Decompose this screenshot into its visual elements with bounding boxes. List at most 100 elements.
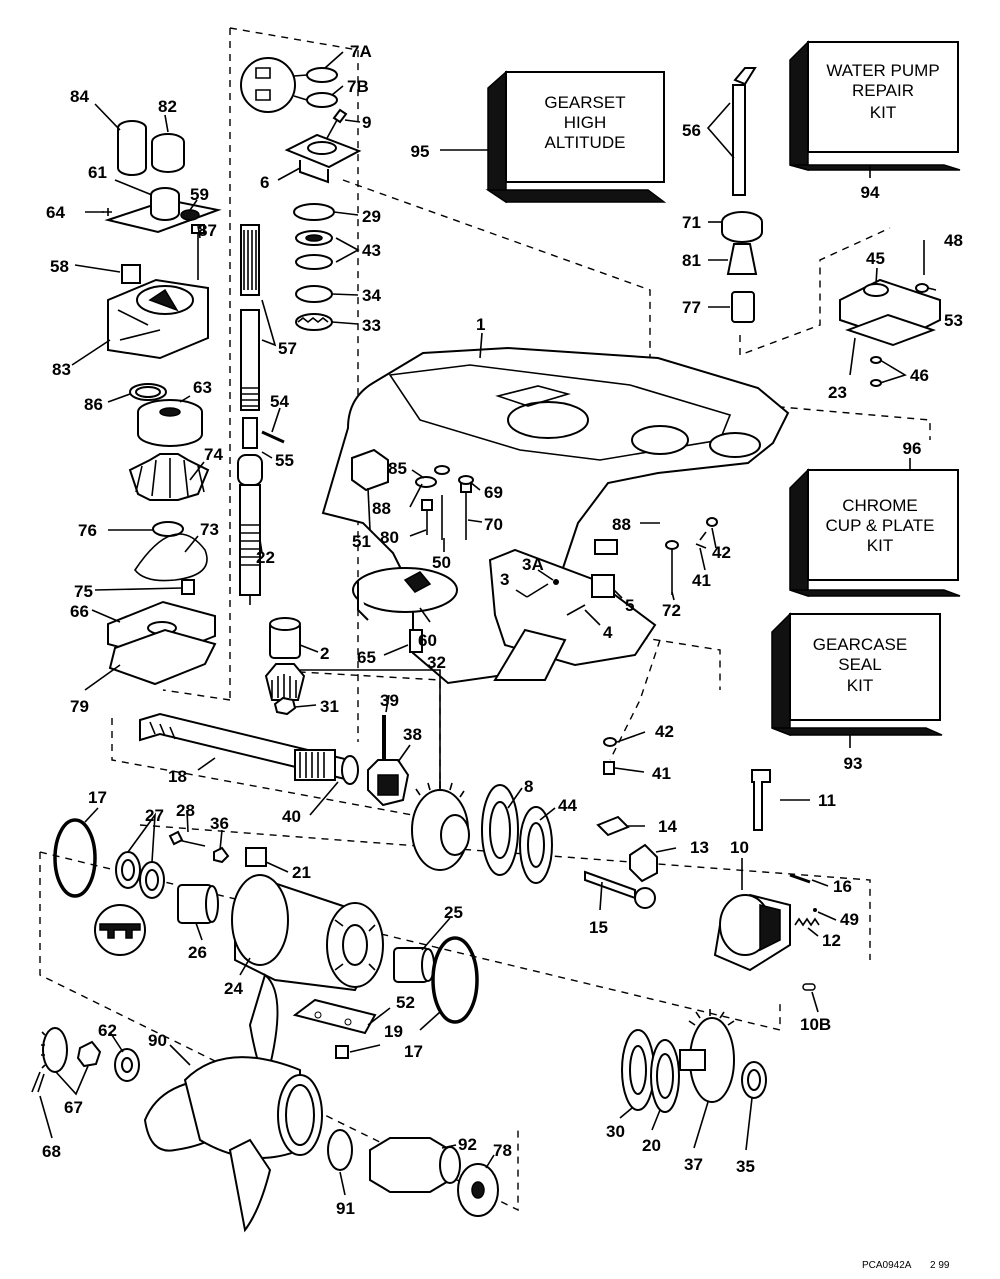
part-label-16: 16 [833, 877, 852, 896]
part-label-3A: 3A [522, 555, 544, 574]
part-label-32: 32 [427, 653, 446, 672]
part-label-38: 38 [403, 725, 422, 744]
part-label-60: 60 [418, 631, 437, 650]
part-label-84: 84 [70, 87, 89, 106]
part-label-79: 79 [70, 697, 89, 716]
part-label-41-lower: 41 [652, 764, 671, 783]
part-label-18: 18 [168, 767, 187, 786]
figure-code: PCA0942A [862, 1260, 912, 1271]
part-label-35: 35 [736, 1157, 755, 1176]
part-label-42-lower: 42 [655, 722, 674, 741]
water-pump-parts [102, 120, 222, 686]
part-label-91: 91 [336, 1199, 355, 1218]
part-label-50: 50 [432, 553, 451, 572]
part-label-61: 61 [88, 163, 107, 182]
kit-water-pump-line-1: WATER PUMP [826, 61, 939, 80]
part-label-43: 43 [362, 241, 381, 260]
part-label-17-right: 17 [404, 1042, 423, 1061]
part-label-39: 39 [380, 691, 399, 710]
part-label-68: 68 [42, 1142, 61, 1161]
part-label-85: 85 [388, 459, 407, 478]
part-label-70: 70 [484, 515, 503, 534]
part-label-88-right: 88 [612, 515, 631, 534]
part-label-44: 44 [558, 796, 577, 815]
reverse-gear-parts [621, 1009, 767, 1113]
part-label-82: 82 [158, 97, 177, 116]
part-label-20: 20 [642, 1136, 661, 1155]
part-label-24: 24 [224, 979, 243, 998]
part-label-48: 48 [944, 231, 963, 250]
kit-number-93: 93 [844, 754, 863, 773]
kit-chrome-cup: CHROME CUP & PLATE KIT [789, 468, 961, 598]
part-label-30: 30 [606, 1122, 625, 1141]
drive-shaft-parts [237, 57, 362, 716]
part-label-29: 29 [362, 207, 381, 226]
kit-gearcase-seal-line-3: KIT [847, 676, 873, 695]
part-label-77: 77 [682, 298, 701, 317]
part-label-11: 11 [818, 791, 836, 810]
part-label-17-left: 17 [88, 788, 107, 807]
part-label-7B: 7B [347, 77, 369, 96]
part-label-90: 90 [148, 1031, 167, 1050]
part-label-41-upper: 41 [692, 571, 711, 590]
part-label-78: 78 [493, 1141, 512, 1160]
propeller-parts [31, 973, 499, 1233]
kit-gearset-line-2: HIGH [564, 113, 607, 132]
part-label-40: 40 [282, 807, 301, 826]
part-label-46: 46 [910, 366, 929, 385]
part-label-80: 80 [380, 528, 399, 547]
part-label-6: 6 [260, 173, 269, 192]
part-label-62: 62 [98, 1021, 117, 1040]
part-label-37: 37 [684, 1155, 703, 1174]
part-label-12: 12 [822, 931, 841, 950]
part-label-58: 58 [50, 257, 69, 276]
part-label-10B: 10B [800, 1015, 831, 1034]
kit-number-96: 96 [903, 439, 922, 458]
part-label-7A: 7A [350, 42, 372, 61]
part-label-15: 15 [589, 918, 608, 937]
water-tube-parts [721, 67, 941, 387]
kit-gearcase-seal: GEARCASE SEAL KIT [771, 612, 943, 737]
part-label-88-upper: 88 [372, 499, 391, 518]
kit-number-95: 95 [411, 142, 430, 161]
part-label-56: 56 [682, 121, 701, 140]
part-label-67: 67 [64, 1098, 83, 1117]
kit-chrome-cup-line-2: CUP & PLATE [826, 516, 935, 535]
part-label-34: 34 [362, 286, 381, 305]
part-label-2: 2 [320, 644, 329, 663]
part-label-10: 10 [730, 838, 749, 857]
part-label-5: 5 [625, 596, 634, 615]
part-label-28: 28 [176, 801, 195, 820]
part-number-labels: 7A 7B 9 6 29 43 34 33 57 54 55 22 2 32 3… [42, 42, 963, 1218]
lower-gearcase-parts [53, 818, 479, 1059]
kit-number-leaders [440, 149, 911, 748]
part-label-45: 45 [866, 249, 885, 268]
part-label-4: 4 [603, 623, 613, 642]
part-label-51: 51 [352, 532, 371, 551]
kit-chrome-cup-line-1: CHROME [842, 496, 918, 515]
part-label-3: 3 [500, 570, 509, 589]
figure-date: 2 99 [930, 1260, 950, 1271]
part-label-22: 22 [256, 548, 275, 567]
part-label-87: 87 [198, 221, 217, 240]
part-label-86: 86 [84, 395, 103, 414]
part-label-75: 75 [74, 582, 93, 601]
part-label-55: 55 [275, 451, 294, 470]
part-label-73: 73 [200, 520, 219, 539]
part-label-83: 83 [52, 360, 71, 379]
part-label-25: 25 [444, 903, 463, 922]
part-label-54: 54 [270, 392, 289, 411]
leader-lines [39, 51, 937, 1196]
part-label-33: 33 [362, 316, 381, 335]
kit-number-94: 94 [861, 183, 880, 202]
part-label-42-upper: 42 [712, 543, 731, 562]
gearcase-housing [321, 346, 790, 775]
kit-gearcase-seal-line-2: SEAL [838, 655, 881, 674]
part-label-1: 1 [476, 315, 485, 334]
part-label-8: 8 [524, 777, 533, 796]
part-label-57: 57 [278, 339, 297, 358]
part-label-53: 53 [944, 311, 963, 330]
part-label-19: 19 [384, 1022, 403, 1041]
part-label-81: 81 [682, 251, 701, 270]
